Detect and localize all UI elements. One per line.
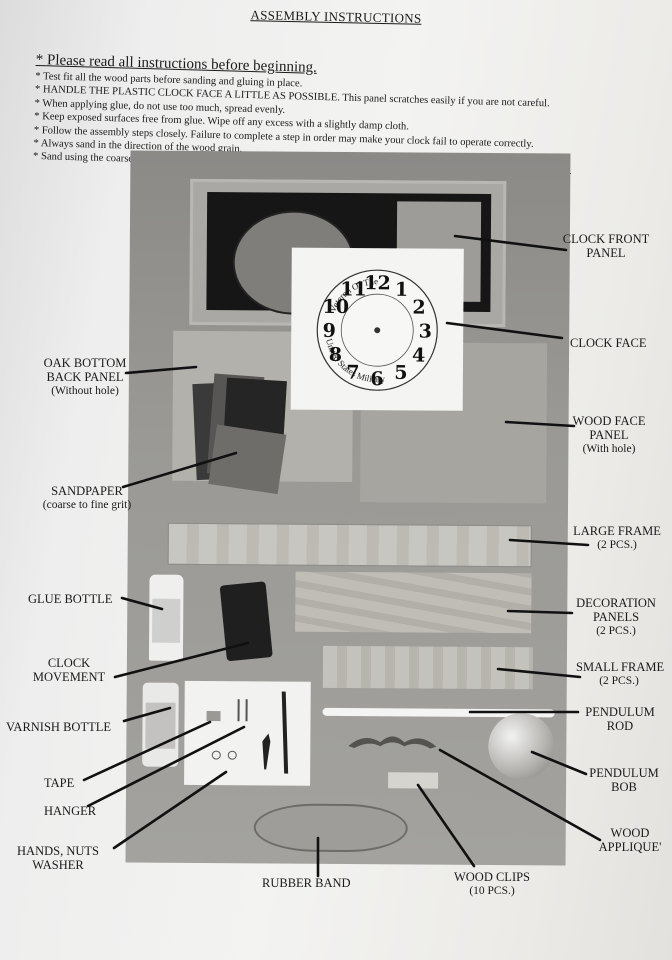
dial-numeral: 6 (370, 368, 383, 390)
label-oak-bottom-back-panel: OAK BOTTOM BACK PANEL (Without hole) (40, 356, 130, 398)
minute-hand (281, 691, 289, 774)
label-text: SMALL FRAME (576, 660, 665, 674)
dial-numeral: 8 (329, 344, 342, 366)
label-pendulum-rod: PENDULUM ROD (585, 705, 655, 733)
leader-wood-applique (438, 748, 602, 842)
label-clock-front-panel: CLOCK FRONT PANEL (560, 232, 652, 260)
label-text: OAK BOTTOM BACK PANEL (43, 356, 127, 384)
leader-oak-bottom (124, 365, 198, 375)
label-rubber-band: RUBBER BAND (262, 876, 351, 890)
clock-dial: Veteran Of The United States Military 12… (316, 269, 438, 391)
label-tape: TAPE (44, 776, 75, 790)
label-qty: (2 PCS.) (597, 539, 637, 551)
leader-pendulum-bob (530, 750, 588, 776)
dial-numeral: 2 (412, 296, 425, 318)
applique-shape (348, 736, 437, 749)
hands-hardware (206, 691, 289, 774)
dial-numeral: 5 (394, 362, 407, 384)
leader-glue-bottle (120, 596, 164, 611)
wood-applique-part (344, 730, 440, 751)
washer (227, 750, 237, 760)
label-glue-bottle: GLUE BOTTLE (28, 592, 113, 606)
label-large-frame: LARGE FRAME (2 PCS.) (572, 524, 662, 552)
label-text: WOOD FACE PANEL (572, 414, 646, 442)
label-wood-applique: WOOD APPLIQUE' (598, 826, 662, 854)
dial-numeral: 4 (412, 344, 425, 366)
leader-large-frame (508, 538, 590, 547)
label-varnish-bottle: VARNISH BOTTLE (6, 720, 111, 734)
leader-clock-movement (113, 641, 250, 679)
dial-numeral: 1 (395, 279, 408, 301)
parts-photo: Veteran Of The United States Military 12… (125, 150, 571, 866)
hardware-card-part (184, 680, 311, 786)
label-note: (Without hole) (51, 385, 119, 397)
dial-numeral: 7 (346, 362, 359, 384)
label-text: LARGE FRAME (573, 524, 661, 538)
washer (211, 750, 221, 760)
label-note: (coarse to fine grit) (42, 499, 132, 511)
label-text: DECORATION PANELS (576, 596, 656, 624)
label-pendulum-bob: PENDULUM BOB (589, 766, 659, 794)
leader-wood-face-panel (504, 420, 576, 428)
label-sandpaper: SANDPAPER (coarse to fine grit) (28, 484, 146, 512)
label-text: WOOD CLIPS (453, 870, 531, 884)
label-hanger: HANGER (44, 804, 97, 818)
label-wood-clips: WOOD CLIPS (10 PCS.) (440, 870, 544, 898)
leader-tape (82, 720, 212, 782)
leader-hanger (86, 725, 246, 808)
tape-piece (206, 711, 221, 722)
label-clock-face: CLOCK FACE (570, 336, 647, 350)
label-qty: (2 PCS.) (596, 625, 636, 637)
label-qty: (10 PCS.) (469, 885, 515, 897)
label-text: CLOCK FRONT PANEL (562, 232, 650, 260)
label-note: (With hole) (582, 443, 636, 455)
dial-numeral: 10 (323, 296, 350, 318)
leader-decoration-panels (506, 609, 574, 615)
leader-small-frame (496, 667, 582, 679)
label-small-frame: SMALL FRAME (2 PCS.) (576, 660, 665, 688)
leader-clock-front-panel (453, 234, 568, 252)
dial-center-pin (374, 327, 381, 334)
dial-numeral: 3 (419, 320, 432, 342)
leader-hands-nuts-washer (112, 770, 228, 850)
label-decoration-panels: DECORATION PANELS (2 PCS.) (576, 596, 656, 638)
dial-numeral: 12 (364, 272, 391, 294)
clock-face-part: Veteran Of The United States Military 12… (290, 247, 464, 411)
label-clock-movement: CLOCK MOVEMENT (32, 656, 106, 684)
dial-numeral: 9 (323, 320, 336, 342)
label-wood-face-panel: WOOD FACE PANEL (With hole) (572, 414, 646, 456)
leader-varnish-bottle (122, 706, 172, 723)
leader-wood-clips (416, 783, 476, 868)
label-hands-nuts-washer: HANDS, NUTS WASHER (17, 844, 99, 872)
label-qty: (2 PCS.) (599, 675, 639, 687)
hour-hand (262, 733, 271, 770)
dial-numeral: 11 (340, 278, 367, 300)
dial-inner-ring (340, 293, 414, 367)
leader-clock-face (445, 321, 564, 340)
label-text: SANDPAPER (51, 484, 123, 498)
leader-sandpaper (121, 451, 238, 489)
